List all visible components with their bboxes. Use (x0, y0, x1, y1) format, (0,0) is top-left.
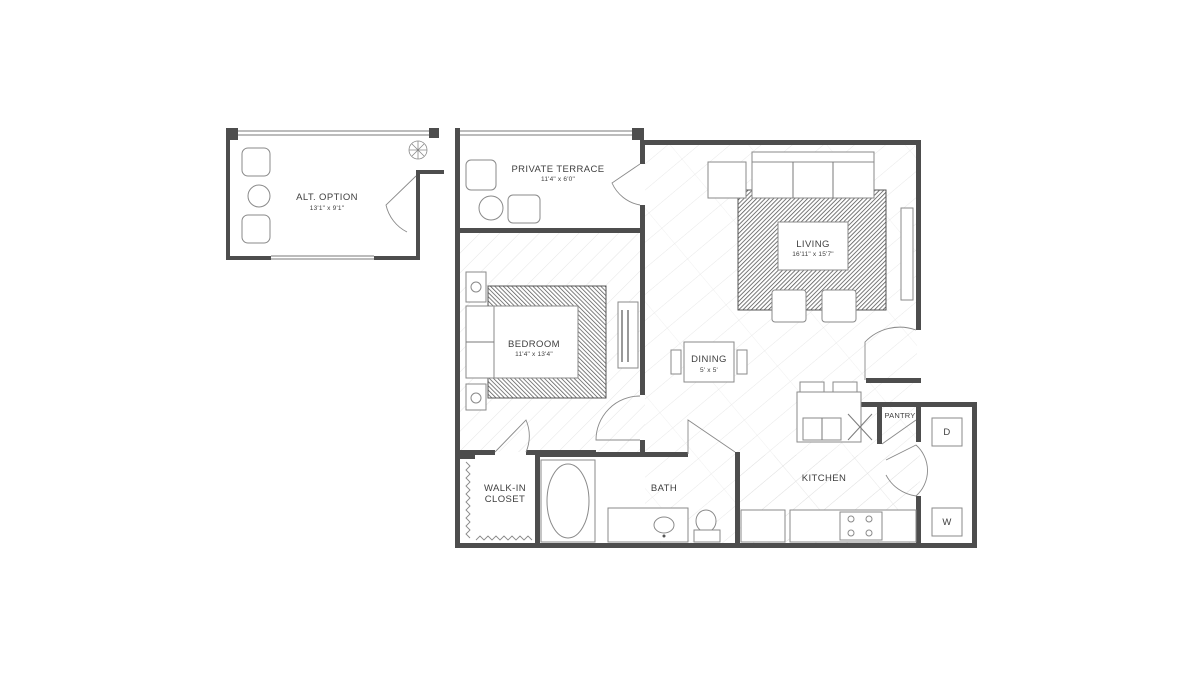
walls (455, 128, 977, 548)
washer-unit (931, 507, 963, 537)
plant-icon (408, 140, 428, 160)
alt-option-room: ALT. OPTION 13'1" x 9'1" (226, 128, 444, 260)
washer-label: W (942, 517, 951, 528)
terrace-furniture (465, 159, 541, 224)
kitchen-furniture (740, 381, 917, 543)
bath-label: BATH (651, 483, 677, 494)
private-terrace-label: PRIVATE TERRACE (511, 164, 604, 175)
alt-option-dims: 13'1" x 9'1" (310, 205, 345, 212)
laundry: D W (931, 417, 963, 537)
living-label: LIVING (796, 239, 830, 250)
doors (494, 163, 928, 497)
bath-furniture (540, 459, 721, 543)
dining-dims: 5' x 5' (700, 367, 718, 374)
dining-label: DINING (691, 354, 727, 365)
dining-furniture (670, 341, 748, 383)
closet-label-line1: WALK-IN (484, 483, 526, 494)
dryer-label: D (943, 427, 950, 438)
room-labels: PRIVATE TERRACE 11'4" x 6'0" LIVING 16'1… (484, 164, 915, 505)
kitchen-label: KITCHEN (802, 473, 847, 484)
living-furniture (707, 151, 914, 323)
dryer-unit (931, 417, 963, 447)
bedroom-dims: 11'4" x 13'4" (515, 351, 553, 358)
alt-option-label: ALT. OPTION (296, 192, 358, 203)
living-dims: 16'11" x 15'7" (792, 251, 834, 258)
bedroom-furniture (465, 271, 639, 411)
private-terrace-dims: 11'4" x 6'0" (541, 176, 575, 183)
closet-label-line2: CLOSET (485, 494, 525, 505)
bedroom-label: BEDROOM (508, 339, 560, 350)
pantry-label: PANTRY (885, 411, 916, 420)
closet-shelving (465, 461, 533, 541)
